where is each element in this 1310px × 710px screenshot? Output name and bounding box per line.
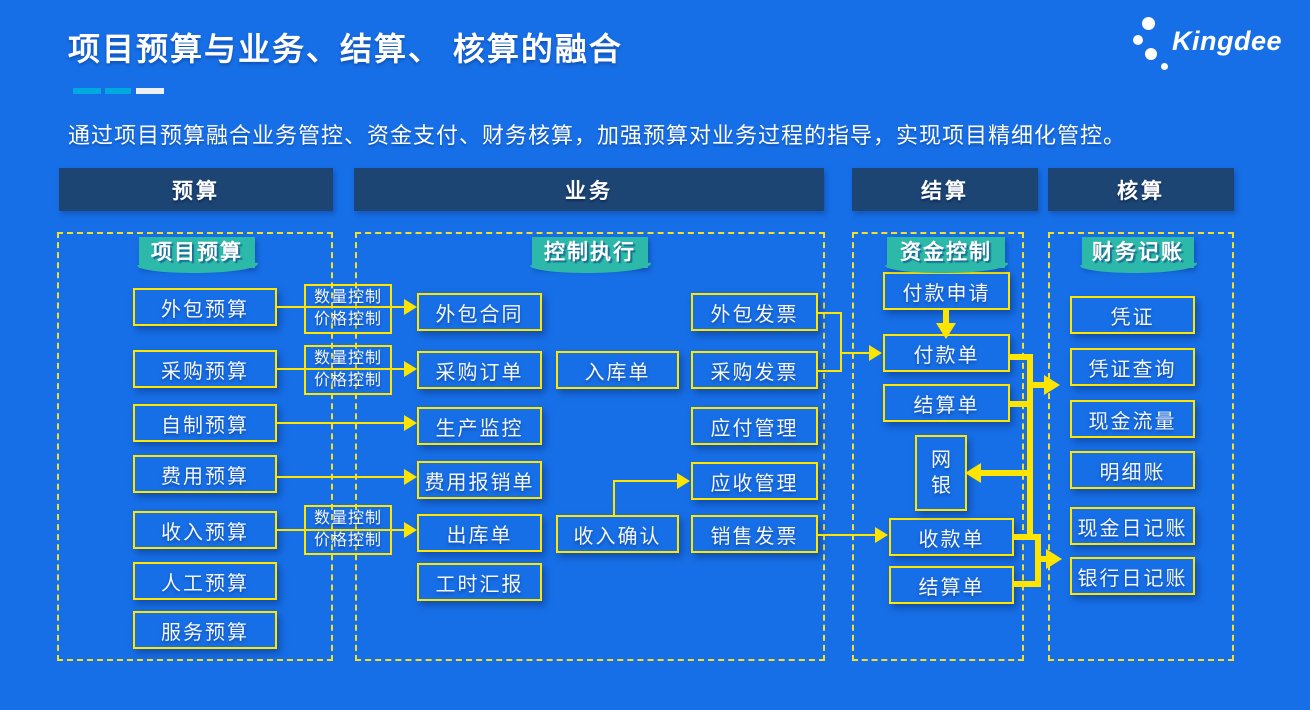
arrowhead-icon bbox=[869, 345, 882, 361]
flow-box-bank: 网银 bbox=[915, 435, 967, 511]
connector-line bbox=[277, 476, 404, 478]
connector-line bbox=[277, 368, 404, 370]
section-label: 控制执行 bbox=[532, 237, 648, 268]
connector-line bbox=[841, 352, 869, 354]
arrowhead-icon bbox=[1046, 549, 1062, 569]
connector-line bbox=[613, 480, 677, 482]
flow-box: 凭证查询 bbox=[1070, 348, 1195, 386]
lane-header: 预算 bbox=[59, 168, 333, 211]
arrowhead-icon bbox=[404, 522, 417, 538]
section-label: 项目预算 bbox=[139, 237, 255, 268]
lane-header: 结算 bbox=[852, 168, 1038, 211]
section-frame bbox=[1048, 232, 1234, 661]
accent-dash-3 bbox=[136, 88, 164, 94]
flow-box: 付款单 bbox=[883, 334, 1010, 372]
connector-line bbox=[840, 313, 842, 372]
flow-box: 收款单 bbox=[889, 518, 1014, 556]
connector-line bbox=[1014, 581, 1038, 587]
flow-box: 工时汇报 bbox=[417, 563, 542, 601]
connector-line bbox=[1035, 534, 1041, 587]
flow-box: 应收管理 bbox=[691, 462, 818, 500]
section-frame bbox=[57, 232, 333, 661]
flow-box: 付款申请 bbox=[883, 272, 1010, 310]
flow-box: 采购发票 bbox=[691, 351, 818, 389]
arrowhead-icon bbox=[404, 415, 417, 431]
section-label: 财务记账 bbox=[1082, 237, 1194, 268]
flow-box: 外包发票 bbox=[691, 293, 818, 331]
connector-line bbox=[1010, 354, 1030, 360]
flow-box: 费用预算 bbox=[133, 455, 277, 493]
connector-line bbox=[613, 481, 615, 515]
flow-box: 收入确认 bbox=[556, 515, 679, 553]
flow-box: 明细账 bbox=[1070, 451, 1195, 489]
flow-box: 出库单 bbox=[417, 514, 542, 552]
flow-box: 结算单 bbox=[883, 384, 1010, 422]
lane-header: 核算 bbox=[1048, 168, 1234, 211]
lane-header: 业务 bbox=[354, 168, 824, 211]
connector-line bbox=[1033, 382, 1044, 388]
control-tag: 数量控制价格控制 bbox=[304, 284, 392, 334]
flow-box: 结算单 bbox=[889, 566, 1014, 604]
page-subtitle: 通过项目预算融合业务管控、资金支付、财务核算，加强预算对业务过程的指导，实现项目… bbox=[68, 123, 1127, 148]
flow-box: 外包预算 bbox=[133, 288, 277, 326]
logo-dot bbox=[1161, 63, 1168, 70]
logo-dot bbox=[1133, 35, 1143, 45]
section-frame bbox=[355, 232, 825, 661]
connector-line bbox=[1041, 556, 1046, 562]
flow-box: 采购预算 bbox=[133, 350, 277, 388]
flow-box: 银行日记账 bbox=[1070, 557, 1195, 595]
connector-line bbox=[277, 306, 404, 308]
flow-box: 服务预算 bbox=[133, 611, 277, 649]
flow-box: 自制预算 bbox=[133, 404, 277, 442]
flow-box: 凭证 bbox=[1070, 296, 1195, 334]
connector-line bbox=[1027, 354, 1033, 537]
connector-line bbox=[1010, 401, 1030, 407]
page-title: 项目预算与业务、结算、 核算的融合 bbox=[68, 31, 623, 67]
control-tag: 数量控制价格控制 bbox=[304, 345, 392, 395]
logo-wordmark: Kingdee bbox=[1172, 26, 1283, 56]
flow-box: 销售发票 bbox=[691, 515, 818, 553]
section-label: 资金控制 bbox=[887, 237, 1005, 268]
accent-dash-2 bbox=[105, 88, 131, 94]
connector-line bbox=[818, 312, 842, 314]
connector-line bbox=[818, 534, 875, 536]
arrowhead-icon bbox=[404, 361, 417, 377]
flow-box: 应付管理 bbox=[691, 407, 818, 445]
flow-box: 现金流量 bbox=[1070, 400, 1195, 438]
flow-box: 入库单 bbox=[556, 351, 679, 389]
flow-box: 现金日记账 bbox=[1070, 507, 1195, 545]
flow-box: 采购订单 bbox=[417, 351, 542, 389]
connector-line bbox=[818, 370, 842, 372]
flow-box: 生产监控 bbox=[417, 407, 542, 445]
logo-dot bbox=[1145, 48, 1157, 60]
flow-box: 人工预算 bbox=[133, 562, 277, 600]
connector-line bbox=[277, 422, 404, 424]
flow-box: 费用报销单 bbox=[417, 461, 542, 499]
flow-box: 收入预算 bbox=[133, 511, 277, 549]
arrowhead-icon bbox=[404, 469, 417, 485]
logo-dot bbox=[1142, 17, 1155, 30]
arrowhead-icon bbox=[1044, 375, 1060, 395]
section-frame bbox=[852, 232, 1024, 661]
arrowhead-icon bbox=[875, 527, 888, 543]
flow-box: 外包合同 bbox=[417, 293, 542, 331]
kingdee-logo: Kingdee bbox=[1125, 10, 1295, 80]
connector-line bbox=[981, 470, 1027, 476]
connector-line bbox=[943, 310, 949, 323]
connector-line bbox=[277, 529, 404, 531]
arrowhead-icon bbox=[404, 299, 417, 315]
connector-line bbox=[1014, 534, 1038, 540]
arrowhead-icon bbox=[965, 463, 981, 483]
arrowhead-icon bbox=[936, 323, 956, 339]
accent-dash-1 bbox=[73, 88, 101, 94]
arrowhead-icon bbox=[677, 473, 690, 489]
